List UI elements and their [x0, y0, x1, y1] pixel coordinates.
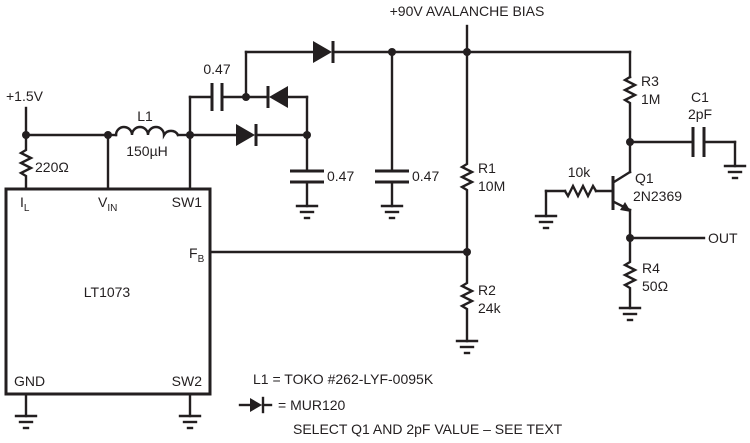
resistor-r3-ref: R3: [641, 73, 659, 89]
resistor-base: [534, 183, 615, 230]
input-voltage-label: +1.5V: [6, 88, 44, 104]
diode-legend-icon: [238, 396, 273, 414]
pin-vin-label: VIN: [98, 194, 117, 214]
ic-name: LT1073: [84, 284, 131, 300]
inductor-l1: [106, 125, 192, 140]
resistor-r2-ref: R2: [478, 282, 496, 298]
pin-il-label: IL: [20, 194, 30, 214]
resistor-r4-value: 50Ω: [642, 278, 668, 294]
resistor-r1: [459, 50, 475, 254]
ic-lt1073: LT1073 IL VIN SW1 FB GND SW2: [4, 187, 212, 396]
resistor-r4-ref: R4: [642, 260, 660, 276]
resistor-base-value: 10k: [568, 164, 592, 180]
capacitor-pump-value: 0.47: [203, 61, 230, 77]
capacitor-pump: [188, 83, 248, 111]
diode-upper: [244, 41, 632, 99]
resistor-r4: [618, 236, 642, 322]
resistor-r3: [622, 50, 638, 144]
diode-lower: [188, 124, 309, 146]
capacitor-c1-ref: C1: [691, 89, 709, 105]
capacitor-c1-value: 2pF: [688, 106, 712, 122]
capacitor-c1: [628, 127, 747, 180]
capacitor-doubler-value: 0.47: [327, 168, 354, 184]
resistor-r3-value: 1M: [641, 91, 660, 107]
bias-label: +90V AVALANCHE BIAS: [390, 3, 545, 19]
resistor-220: [18, 133, 34, 191]
capacitor-output-value: 0.47: [412, 168, 439, 184]
output-label: OUT: [708, 230, 738, 246]
note-select: SELECT Q1 AND 2pF VALUE – SEE TEXT: [293, 421, 563, 437]
diode-reverse: [244, 86, 309, 137]
inductor-l1-value: 150µH: [126, 143, 168, 159]
resistor-r2-value: 24k: [478, 300, 502, 316]
inductor-l1-ref: L1: [137, 108, 153, 124]
capacitor-doubler: [290, 133, 324, 220]
transistor-q1-ref: Q1: [635, 170, 654, 186]
note-l1: L1 = TOKO #262-LYF-0095K: [253, 371, 434, 387]
capacitor-output: [375, 50, 409, 220]
note-diode: = MUR120: [278, 397, 346, 413]
pin-fb-label: FB: [189, 245, 205, 265]
transistor-q1-value: 2N2369: [633, 188, 682, 204]
resistor-r2: [455, 250, 479, 355]
resistor-r1-value: 10M: [478, 178, 505, 194]
pin-sw1-label: SW1: [172, 194, 203, 210]
ground-gnd-pin: [14, 392, 38, 430]
resistor-220-value: 220Ω: [35, 159, 69, 175]
resistor-r1-ref: R1: [478, 160, 496, 176]
ground-sw2-pin: [178, 392, 202, 430]
pin-gnd-label: GND: [14, 373, 45, 389]
pin-sw2-label: SW2: [172, 373, 203, 389]
transistor-q1: [611, 140, 632, 240]
